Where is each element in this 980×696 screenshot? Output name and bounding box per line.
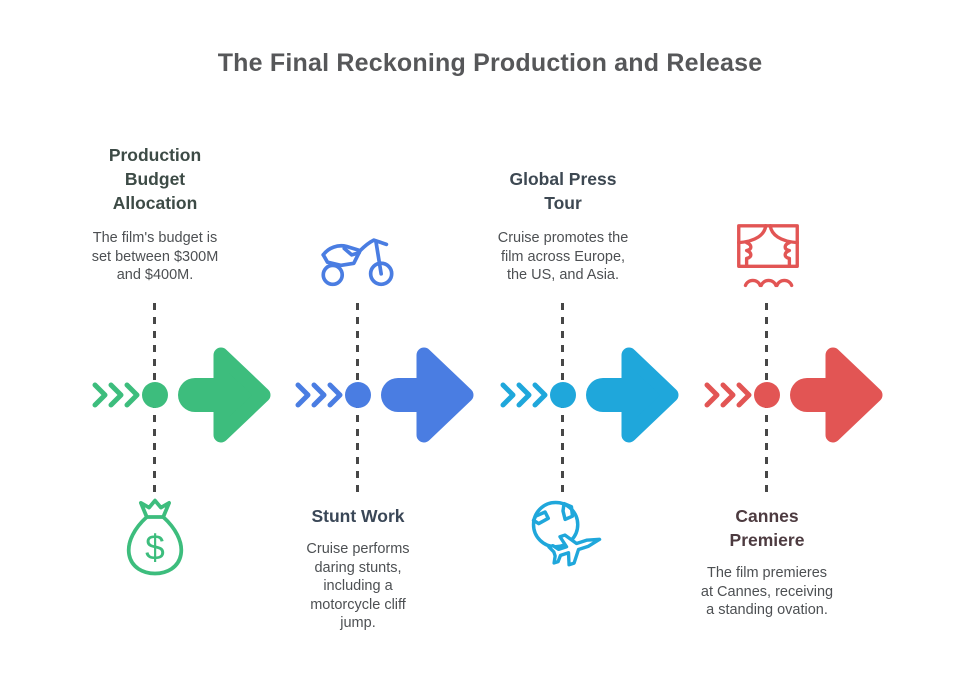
- forward-arrow-icon: [790, 347, 883, 443]
- globe-plane-icon: [531, 500, 602, 567]
- theater-curtains-icon: [737, 224, 799, 288]
- triple-chevron-icon: [92, 382, 140, 408]
- forward-arrow-icon: [586, 347, 679, 443]
- timeline-dot: [142, 382, 168, 408]
- forward-arrow-icon: [381, 347, 474, 443]
- stage-description: Cruise performs daring stunts, including…: [306, 541, 410, 631]
- timeline-dot: [345, 382, 371, 408]
- money-bag-icon: $: [126, 498, 184, 576]
- stage-heading: Global Press Tour: [509, 169, 617, 213]
- triple-chevron-icon: [295, 382, 343, 408]
- stage-description: The film premieres at Cannes, receiving …: [700, 565, 834, 618]
- stage-description: Cruise promotes the film across Europe, …: [497, 230, 629, 283]
- stage-heading: Cannes Premiere: [729, 506, 805, 550]
- page-title: The Final Reckoning Production and Relea…: [217, 49, 763, 77]
- timeline-dot: [754, 382, 780, 408]
- motorcycle-icon: [321, 238, 394, 287]
- svg-text:$: $: [145, 528, 165, 567]
- stage-heading: Production Budget Allocation: [108, 145, 202, 213]
- stage-heading: Stunt Work: [311, 506, 405, 526]
- timeline-dot: [550, 382, 576, 408]
- triple-chevron-icon: [704, 382, 752, 408]
- stage-description: The film's budget is set between $300M a…: [91, 230, 219, 283]
- triple-chevron-icon: [500, 382, 548, 408]
- forward-arrow-icon: [178, 347, 271, 443]
